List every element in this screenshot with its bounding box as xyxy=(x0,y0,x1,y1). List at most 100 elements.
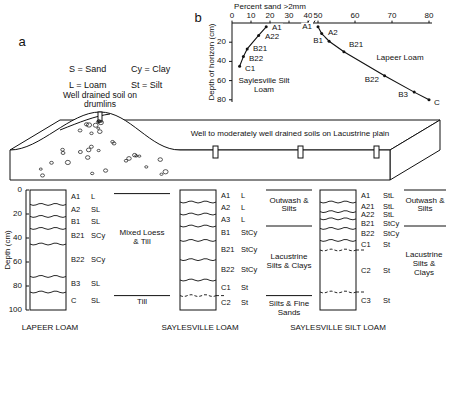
texture-code: SCy xyxy=(90,232,106,240)
texture-code: StCy xyxy=(240,246,258,254)
till-pebble xyxy=(97,120,101,123)
depth-axis xyxy=(26,190,29,310)
data-point xyxy=(342,50,345,53)
abbreviation-key: S = Sand xyxy=(68,65,107,75)
texture-code: StCy xyxy=(240,266,258,274)
abbreviation-key: St = Silt xyxy=(130,81,163,91)
texture-code: StCy xyxy=(382,230,400,238)
texture-code: SL xyxy=(90,206,101,214)
axis-tick: 30 xyxy=(284,12,295,21)
horizon-name: C1 xyxy=(360,241,372,249)
horizon-name: C xyxy=(70,297,77,305)
horizon-boundary xyxy=(356,292,364,293)
horizon-boundary xyxy=(320,240,356,242)
till-pebble xyxy=(86,123,91,127)
horizon-boundary xyxy=(30,243,66,245)
horizon-boundary xyxy=(180,279,216,281)
landform-note: Well drained soil on drumlins xyxy=(59,91,141,110)
axis-tick: 80 xyxy=(424,12,435,21)
horizon-point-label: A1 xyxy=(271,24,283,33)
till-pebble xyxy=(133,153,137,156)
horizon-boundary xyxy=(30,204,66,206)
till-pebble xyxy=(138,155,141,157)
horizon-name: C1 xyxy=(220,284,232,292)
till-pebble xyxy=(112,142,116,145)
horizon-boundary xyxy=(180,259,216,261)
till-pebble xyxy=(78,150,82,153)
profile-name: LAPEER LOAM xyxy=(21,324,79,333)
data-point xyxy=(428,98,431,101)
axis-tick: 60 xyxy=(350,12,361,21)
chart-axis xyxy=(232,23,432,102)
horizon-point-label: B22 xyxy=(364,76,380,85)
axis-tick: 70 xyxy=(387,12,398,21)
horizon-name: B21 xyxy=(70,232,85,240)
bracket-line xyxy=(404,190,446,226)
axis-title: Percent sand >2mm xyxy=(233,3,307,12)
horizon-name: A22 xyxy=(360,211,375,219)
parent-material: Outwash & Silts xyxy=(403,197,447,215)
data-point xyxy=(265,25,268,28)
texture-code: StL xyxy=(382,192,395,200)
landscape-right-face xyxy=(390,120,440,180)
till-pebble xyxy=(89,145,93,148)
till-pebble xyxy=(41,174,45,177)
axis-tick: 80 xyxy=(216,95,227,104)
parent-material: Mixed Loess & Till xyxy=(115,229,169,247)
soil-pit xyxy=(298,146,303,158)
parent-material: Lacustrine Silts & Clays xyxy=(263,253,315,271)
profile-name: SAYLESVILLE LOAM xyxy=(160,324,239,333)
landform-note: Well to moderately well drained soils on… xyxy=(190,130,391,139)
horizon-name: A2 xyxy=(70,206,81,214)
horizon-name: C2 xyxy=(360,267,372,275)
texture-code: L xyxy=(90,193,96,201)
axis-tick: 50 xyxy=(313,12,324,21)
horizon-boundary xyxy=(180,201,216,203)
panel-letter: a xyxy=(17,35,26,49)
texture-code: StL xyxy=(382,203,395,211)
parent-material: Till xyxy=(136,297,148,306)
till-pebble xyxy=(163,170,168,174)
horizon-name: B22 xyxy=(220,266,235,274)
horizon-point-label: A2 xyxy=(327,29,339,38)
till-pebble xyxy=(61,148,65,151)
texture-code: L xyxy=(240,204,246,212)
axis-tick: 0 xyxy=(229,12,235,21)
profile-column xyxy=(30,190,66,310)
axis-tick: 60 xyxy=(12,258,23,267)
texture-code: St xyxy=(240,284,249,292)
horizon-name: A1 xyxy=(220,192,231,200)
till-pebble xyxy=(98,130,103,134)
axis-tick: 20 xyxy=(12,210,23,219)
horizon-name: A3 xyxy=(220,216,231,224)
horizon-boundary xyxy=(30,291,66,293)
profile-name: SAYLESVILLE SILT LOAM xyxy=(289,324,387,333)
texture-code: SL xyxy=(90,297,101,305)
soil-pit xyxy=(213,146,218,158)
horizon-boundary xyxy=(180,240,216,242)
axis-title: Depth (cm) xyxy=(4,229,13,271)
till-pebble xyxy=(90,132,93,135)
till-pebble xyxy=(158,158,162,162)
texture-code: St xyxy=(382,297,391,305)
till-pebble xyxy=(127,157,132,161)
till-pebble xyxy=(97,127,100,129)
horizon-boundary xyxy=(320,291,356,293)
till-pebble xyxy=(145,166,148,168)
horizon-boundary xyxy=(320,249,356,251)
axis-tick: 10 xyxy=(246,12,257,21)
horizon-name: A21 xyxy=(360,203,375,211)
till-pebble xyxy=(86,148,91,152)
data-point xyxy=(242,55,245,58)
curve-name: Saylesville Silt Loam xyxy=(233,77,295,95)
till-pebble xyxy=(61,151,65,154)
horizon-name: B1 xyxy=(70,218,81,226)
texture-code: L xyxy=(240,216,246,224)
horizon-point-label: B3 xyxy=(397,91,409,100)
till-pebble xyxy=(104,169,108,172)
horizon-name: B1 xyxy=(220,229,231,237)
axis-tick: 80 xyxy=(12,282,23,291)
axis-tick: 40 xyxy=(216,57,227,66)
data-point xyxy=(238,65,241,68)
till-pebble xyxy=(97,120,101,123)
